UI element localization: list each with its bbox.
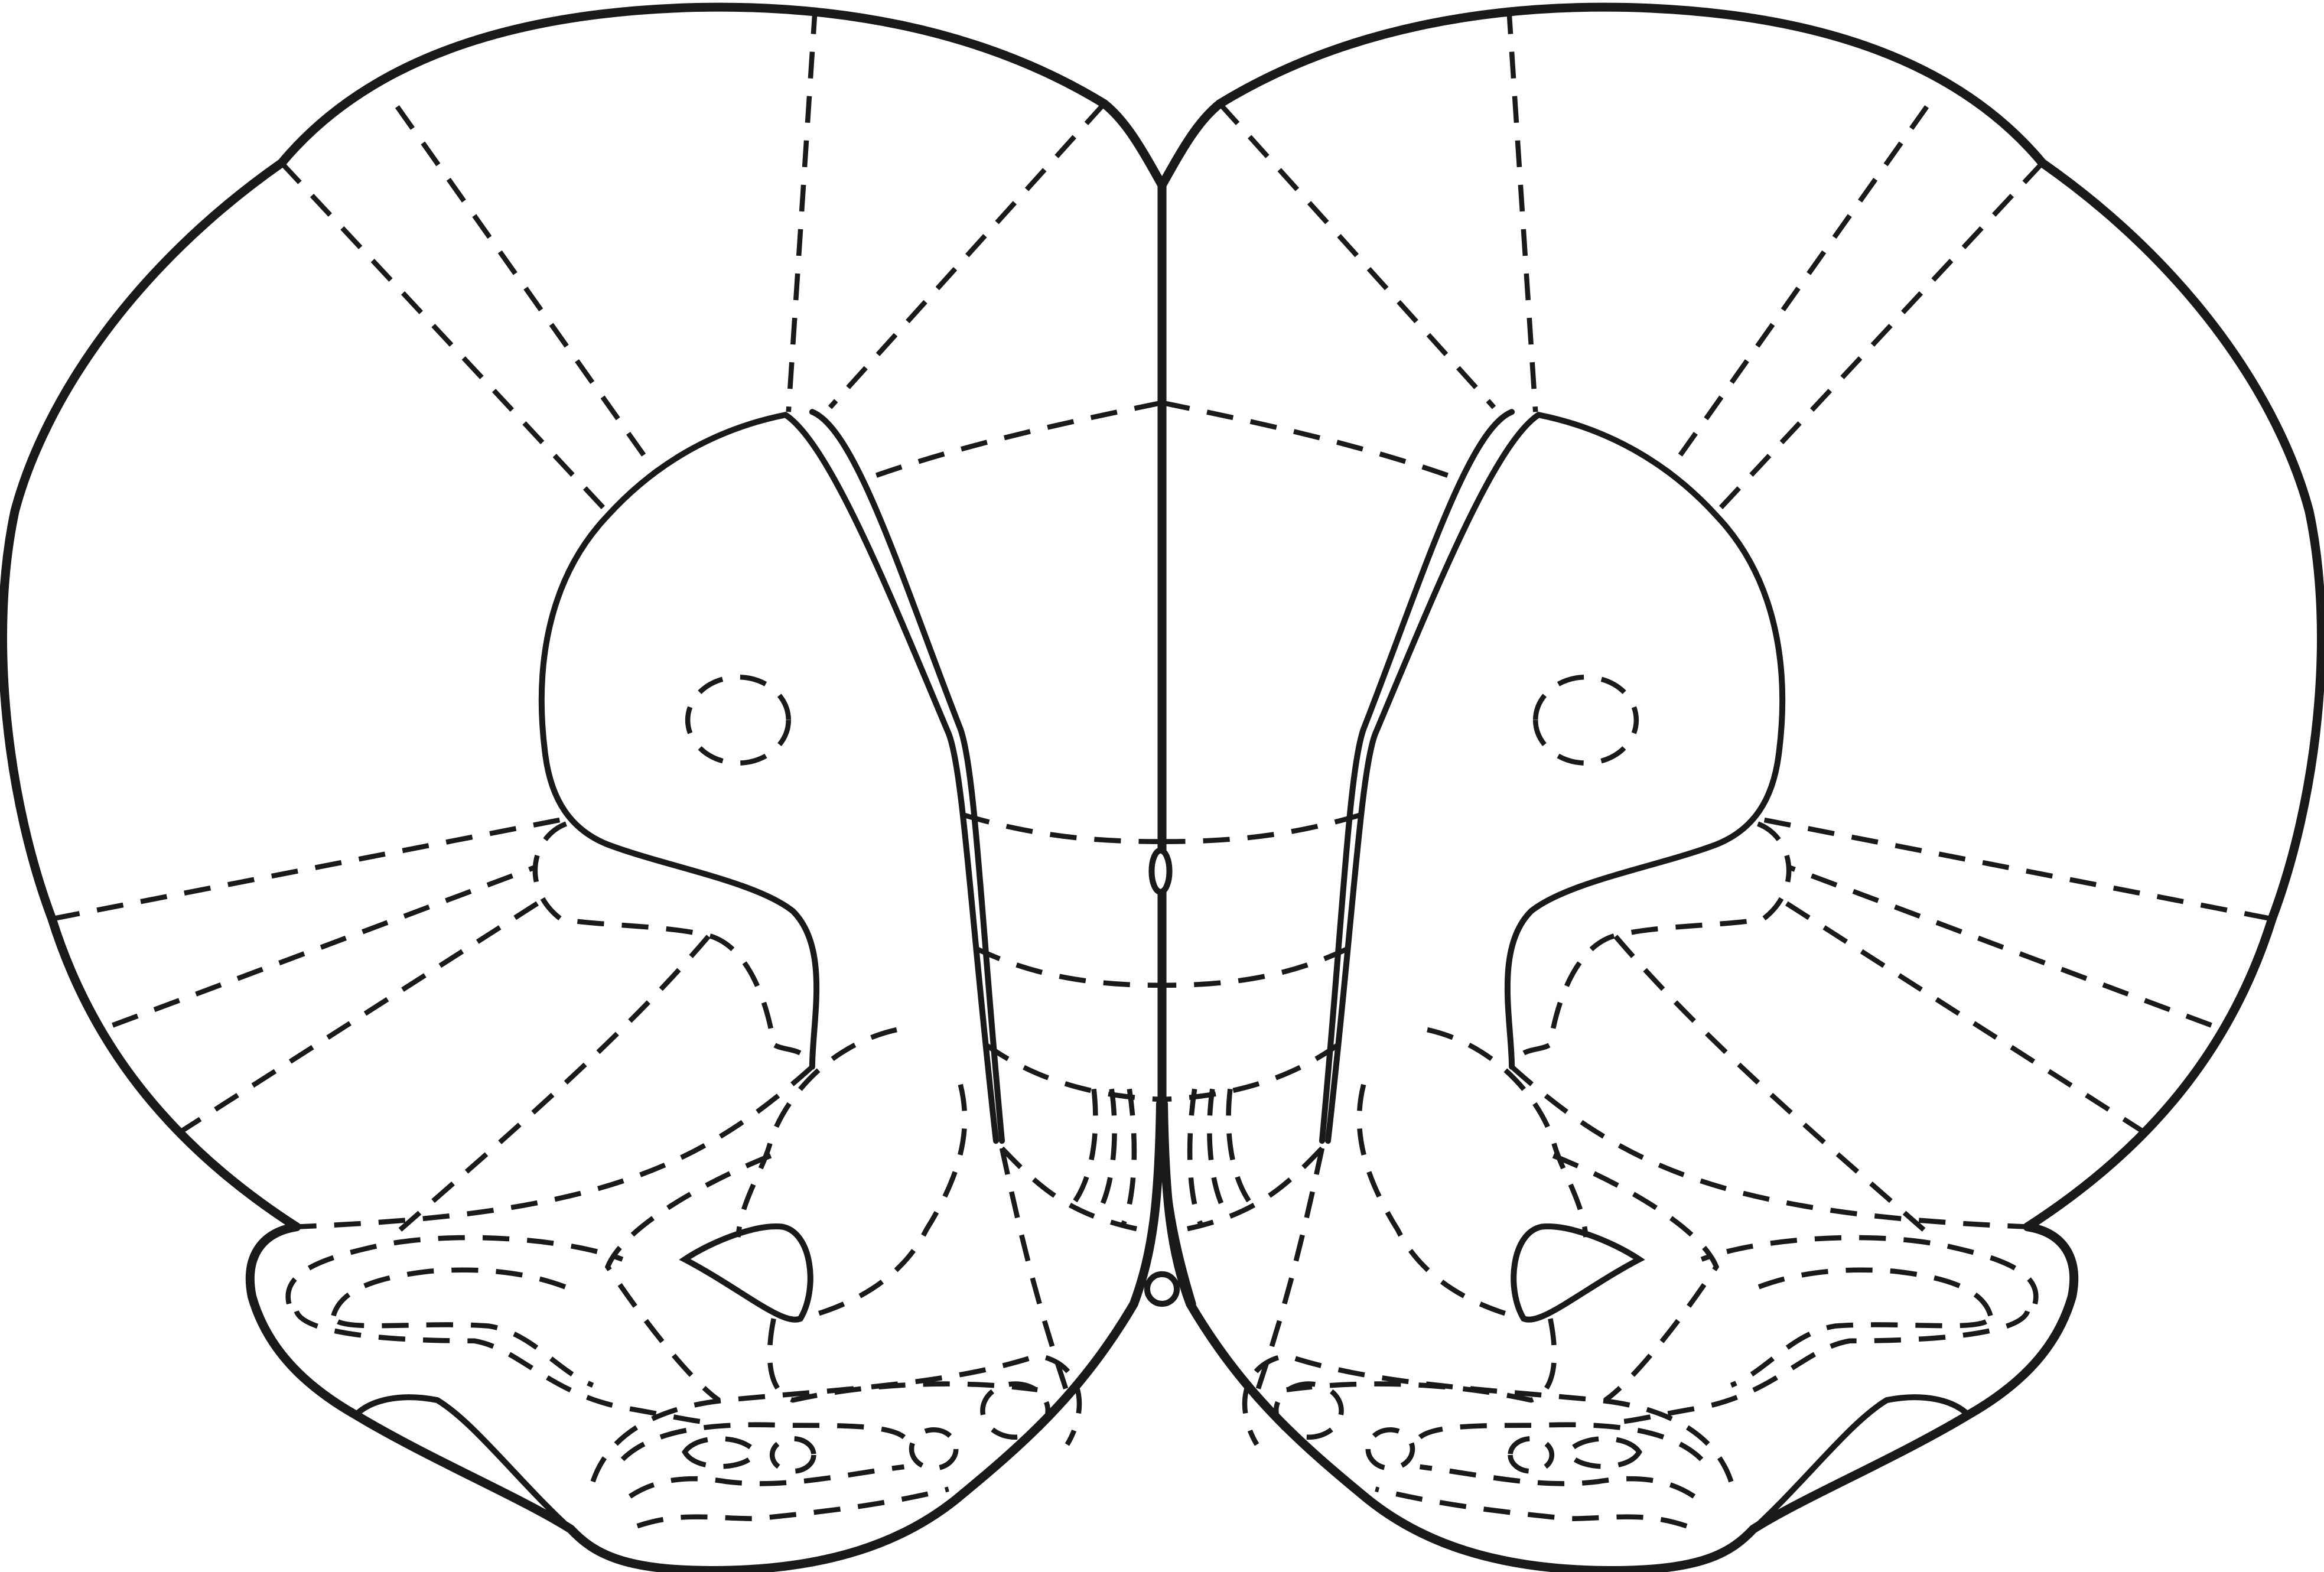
right-boundary-line — [1669, 107, 1927, 471]
right-region-boundary — [1616, 936, 1924, 1230]
left-islands-outline — [593, 1356, 1079, 1482]
left-boundary-line — [830, 104, 1104, 408]
left-lateral-ventricle — [685, 1226, 811, 1320]
right-accumbens-outline — [1359, 1085, 1524, 1319]
right-boundary-line — [1788, 867, 2212, 1025]
left-hemisphere — [2, 7, 1162, 1570]
right-island-loop — [1568, 1438, 1639, 1466]
left-septal-boundary — [975, 948, 1161, 985]
left-region-boundary — [1002, 1148, 1141, 1230]
left-island — [912, 1430, 956, 1468]
left-boundary-line — [397, 107, 655, 471]
left-island-loop — [685, 1438, 756, 1466]
right-septal-column — [1209, 1089, 1227, 1215]
right-islands-inner — [1420, 1467, 1694, 1496]
left-claustrum — [535, 824, 812, 1066]
left-islands-inner — [630, 1467, 904, 1496]
right-anterior-commissure — [1535, 677, 1636, 763]
right-region-boundary — [1183, 1148, 1322, 1230]
right-boundary-line — [1220, 104, 1494, 408]
right-region-boundary — [1287, 1319, 1554, 1400]
left-olfactory-layer — [338, 1322, 593, 1385]
right-boundary-line — [1509, 8, 1535, 412]
left-region-boundary — [770, 1319, 1037, 1400]
right-striatum-outline — [1508, 415, 1782, 1067]
left-striatum-outline — [542, 415, 816, 1067]
left-island — [982, 1384, 1047, 1437]
right-olfactory-layer — [1753, 1270, 1990, 1316]
right-region-boundary — [1512, 1067, 2027, 1227]
left-boundary-line — [53, 819, 563, 919]
right-olfactory-layer — [1731, 1322, 1986, 1385]
left-septal-boundary — [985, 1044, 1160, 1099]
right-boundary-line — [1761, 819, 2271, 919]
right-islands-outline — [1245, 1356, 1731, 1482]
left-boundary-line — [789, 8, 815, 412]
right-island — [1368, 1430, 1412, 1468]
left-region-boundary — [1002, 1148, 1067, 1393]
left-septal-column — [1124, 1089, 1134, 1223]
right-septal-column — [1190, 1089, 1200, 1223]
right-hemisphere — [1162, 7, 2322, 1570]
left-islands-inner — [637, 1489, 949, 1527]
left-island — [772, 1438, 813, 1471]
right-lateral-ventricle — [1513, 1226, 1639, 1320]
left-corpus-callosum-inner — [812, 412, 1002, 1141]
right-septal-column — [1229, 1089, 1254, 1208]
right-corpus-callosum-inner — [1322, 412, 1512, 1141]
left-septal-column — [1097, 1089, 1115, 1215]
right-region-boundary — [1257, 1148, 1322, 1393]
left-region-boundary — [400, 936, 708, 1230]
right-claustrum — [1512, 824, 1789, 1066]
right-islands-inner — [1420, 1425, 1702, 1460]
midline-canal — [1151, 851, 1169, 892]
left-boundary-line — [113, 867, 537, 1025]
left-septal-column — [1070, 1089, 1095, 1208]
right-septal-boundary — [1164, 403, 1453, 477]
right-accumbens-outline — [1427, 1030, 1586, 1237]
left-anterior-commissure — [688, 677, 789, 763]
right-septal-boundary — [1164, 815, 1361, 841]
right-septal-boundary — [1164, 1044, 1339, 1099]
left-accumbens-outline — [800, 1085, 965, 1319]
left-islands-inner — [623, 1425, 904, 1460]
left-region-boundary — [297, 1067, 812, 1227]
midline-vessel — [1147, 1274, 1177, 1304]
left-septal-boundary — [964, 815, 1161, 841]
right-island — [1511, 1438, 1552, 1471]
left-accumbens-outline — [738, 1030, 896, 1237]
right-septal-boundary — [1164, 948, 1349, 985]
right-island — [1276, 1384, 1341, 1437]
left-septal-boundary — [871, 403, 1160, 477]
left-olfactory-layer — [334, 1270, 571, 1316]
right-islands-inner — [1375, 1489, 1687, 1527]
